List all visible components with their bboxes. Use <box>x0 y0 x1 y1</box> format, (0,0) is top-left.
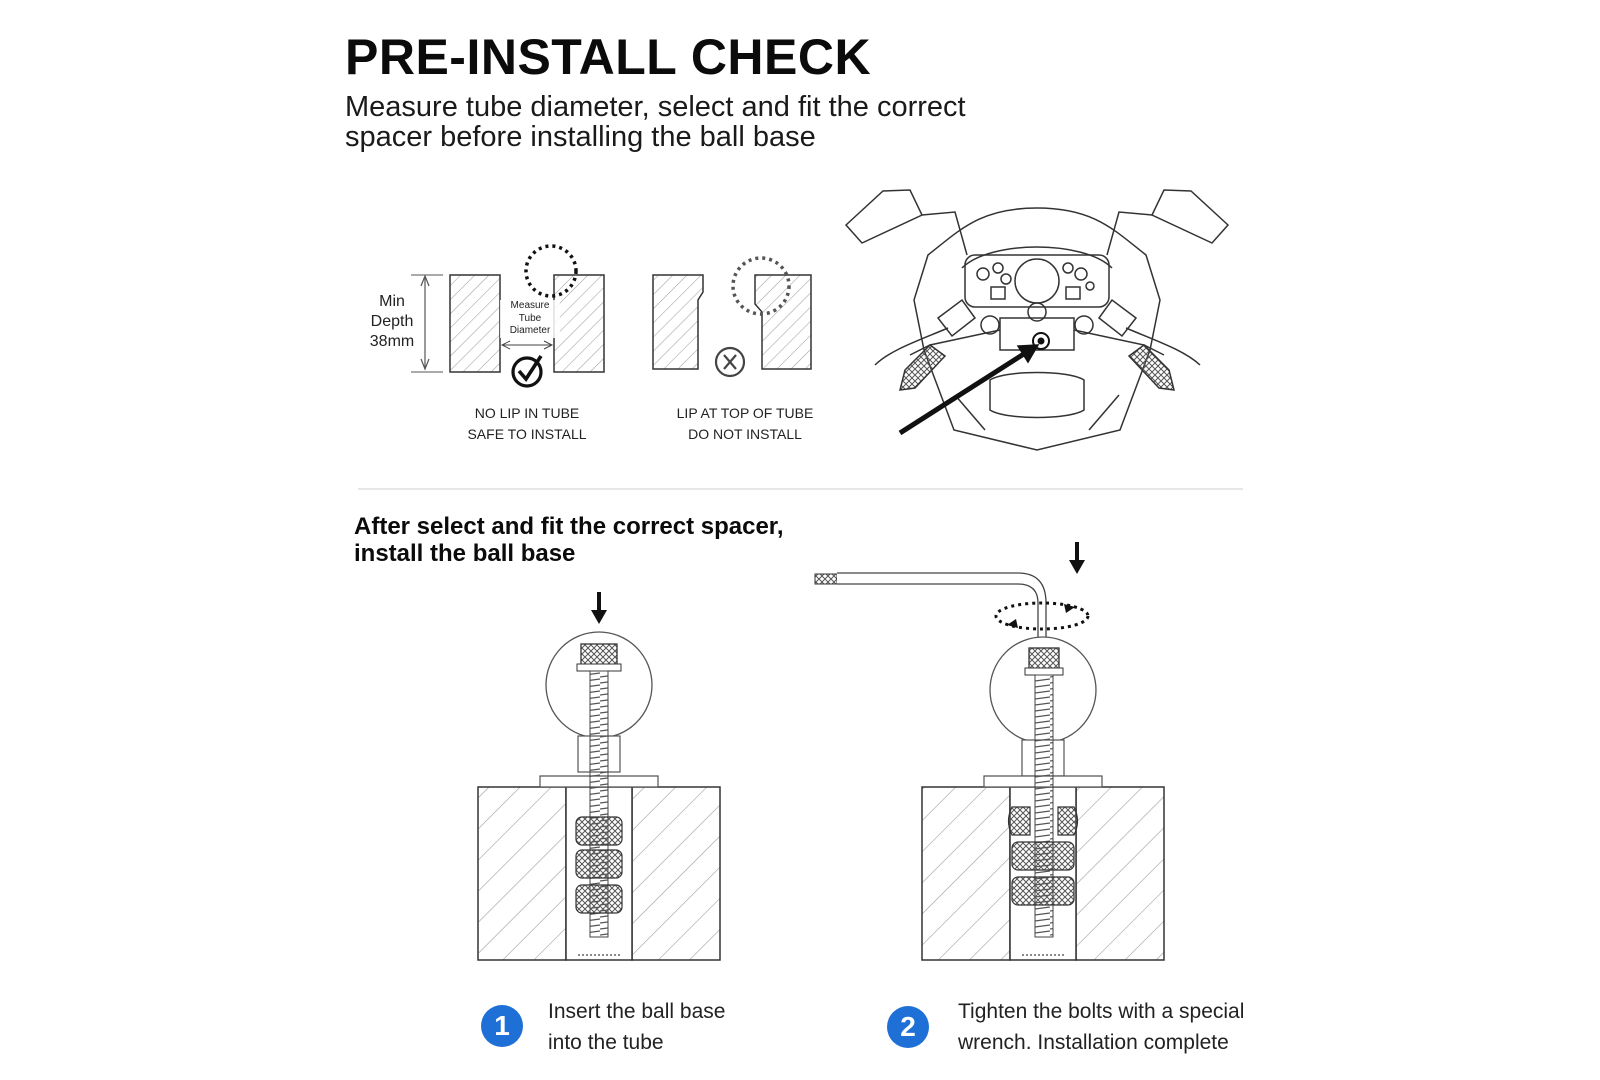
depth-line-1: Min <box>379 293 405 310</box>
install-heading: After select and fit the correct spacer,… <box>354 513 874 567</box>
tube-with-lip-figure <box>652 256 812 378</box>
depth-line-3: 38mm <box>369 333 415 350</box>
step1-insert-figure <box>477 592 721 961</box>
rotation-icon <box>994 601 1090 631</box>
do-not-install-caption: LIP AT TOP OF TUBE DO NOT INSTALL <box>655 403 835 445</box>
min-depth-label: Min Depth 38mm <box>352 292 432 352</box>
step-1-line-2: into the tube <box>548 1031 664 1054</box>
step-1-line-1: Insert the ball base <box>548 1000 726 1023</box>
step-2-text: Tighten the bolts with a special wrench.… <box>958 996 1288 1058</box>
bad-line-1: LIP AT TOP OF TUBE <box>676 405 814 421</box>
step2-tighten-figure <box>814 542 1165 961</box>
down-arrow-icon <box>1069 542 1085 574</box>
measure-line-1: Measure <box>510 300 550 311</box>
measure-diameter-label: Measure Tube Diameter <box>500 300 560 338</box>
subtitle-line-1: Measure tube diameter, select and fit th… <box>345 91 966 123</box>
measure-line-2: Tube <box>518 312 542 324</box>
install-heading-line-1: After select and fit the correct spacer, <box>354 513 784 540</box>
page-title: PRE-INSTALL CHECK <box>345 29 872 85</box>
motorcycle-illustration <box>844 189 1230 451</box>
subtitle-line-2: spacer before installing the ball base <box>345 121 816 153</box>
depth-line-2: Depth <box>370 313 414 330</box>
check-circle-icon <box>511 355 543 388</box>
step-1-badge: 1 <box>481 1005 523 1047</box>
install-heading-line-2: install the ball base <box>354 540 576 567</box>
cross-circle-icon <box>714 346 746 378</box>
safe-install-caption: NO LIP IN TUBE SAFE TO INSTALL <box>447 403 607 445</box>
step-2-line-1: Tighten the bolts with a special <box>958 1000 1245 1023</box>
bad-line-2: DO NOT INSTALL <box>688 426 802 442</box>
ok-line-2: SAFE TO INSTALL <box>467 426 587 442</box>
down-arrow-icon <box>591 592 607 624</box>
step-1-text: Insert the ball base into the tube <box>548 996 808 1058</box>
measure-line-3: Diameter <box>509 325 551 336</box>
page-subtitle: Measure tube diameter, select and fit th… <box>345 92 1045 152</box>
step-2-line-2: wrench. Installation complete <box>958 1031 1229 1054</box>
step-2-badge: 2 <box>887 1006 929 1048</box>
ok-line-1: NO LIP IN TUBE <box>474 405 580 421</box>
